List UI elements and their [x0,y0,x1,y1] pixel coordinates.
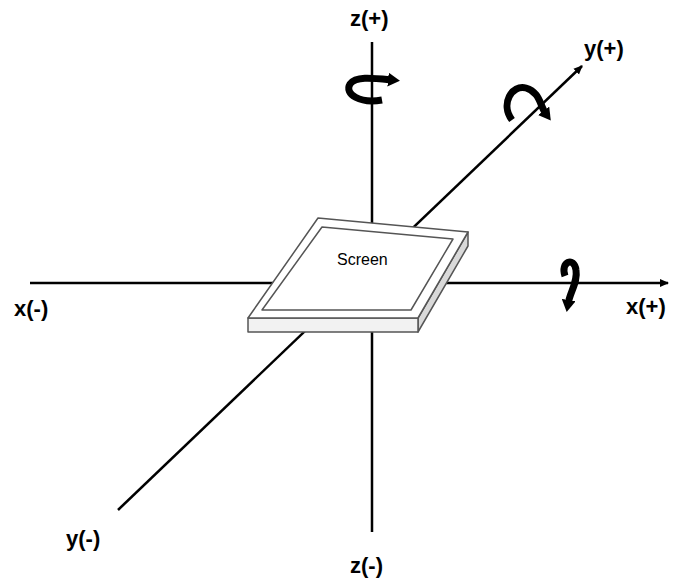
rotation-arrow-x [564,262,576,304]
device-face [262,227,453,310]
axis-label: y(+) [584,38,624,60]
y-axis [118,66,582,510]
rotation-arrow-z [349,78,392,101]
screen-label: Screen [337,251,388,269]
axis-label: y(-) [66,528,100,550]
device-face [248,218,468,318]
device-outline [244,214,472,338]
axis-label: x(+) [626,296,666,318]
rotation-arrow-y [507,87,546,120]
screen-device: Screen [244,214,472,338]
axis-label: x(-) [14,298,48,320]
axis-label: z(-) [350,555,383,577]
device-face [248,318,418,332]
axis-label: z(+) [350,8,389,30]
